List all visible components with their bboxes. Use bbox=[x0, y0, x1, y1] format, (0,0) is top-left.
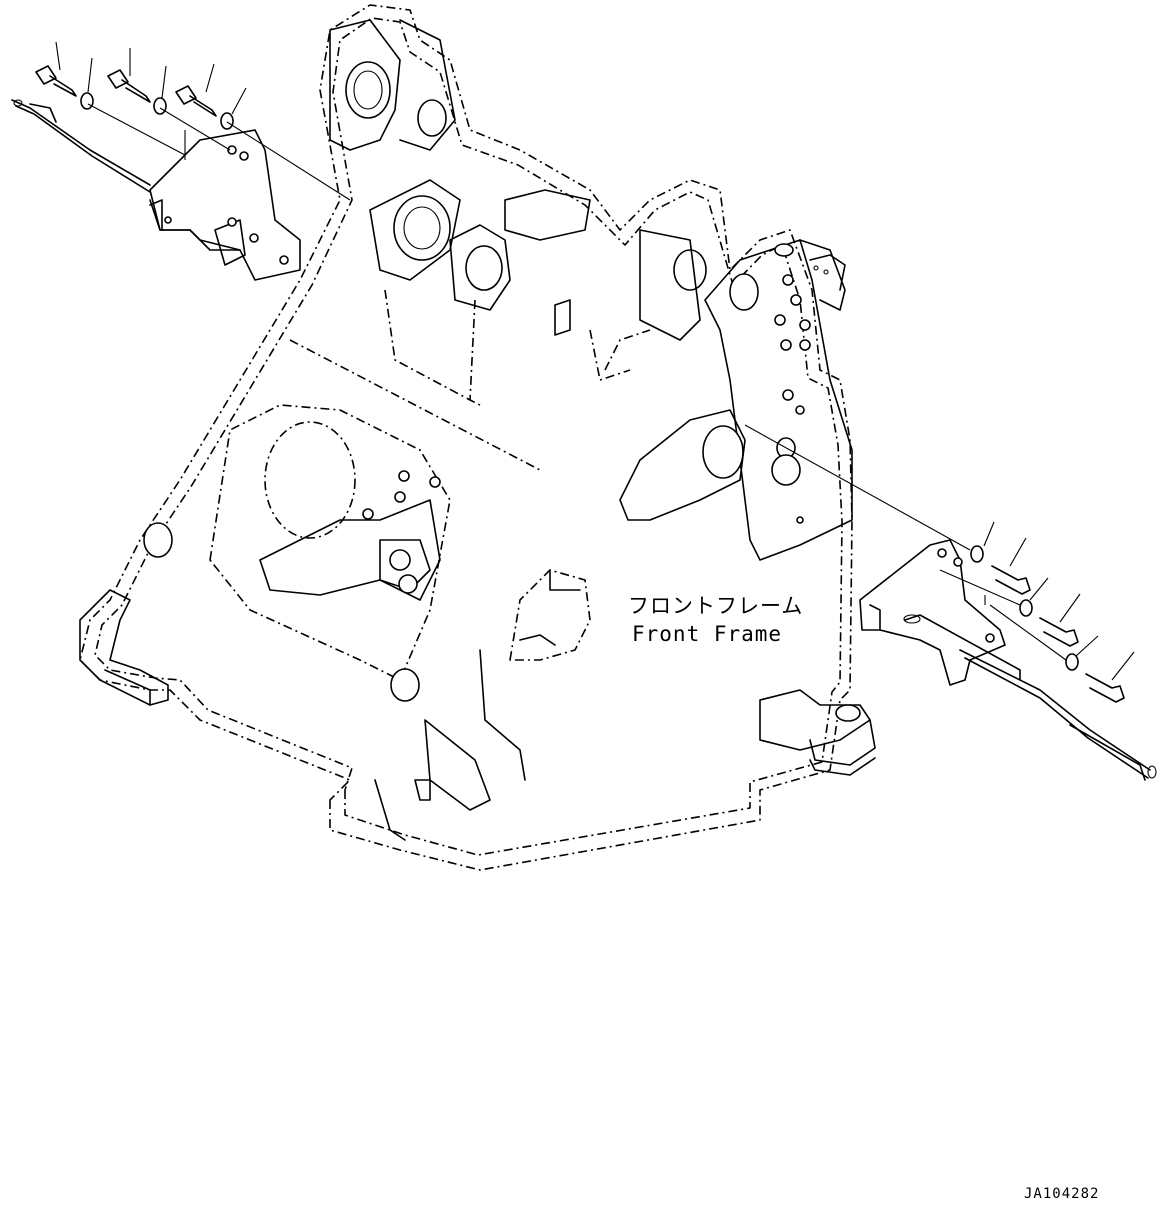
drawing-code: JA104282 bbox=[1024, 1186, 1099, 1202]
left-bracket-assembly bbox=[11, 99, 301, 281]
right-fasteners bbox=[744, 424, 1135, 703]
front-frame bbox=[79, 4, 876, 871]
front-frame-label-jp: フロントフレーム bbox=[628, 594, 803, 618]
front-frame-label-en: Front Frame bbox=[632, 622, 782, 646]
right-bracket-assembly bbox=[859, 539, 1157, 781]
right-mounting-plate bbox=[673, 239, 853, 561]
right-boss bbox=[604, 229, 746, 521]
upper-left-fasteners bbox=[35, 41, 351, 201]
